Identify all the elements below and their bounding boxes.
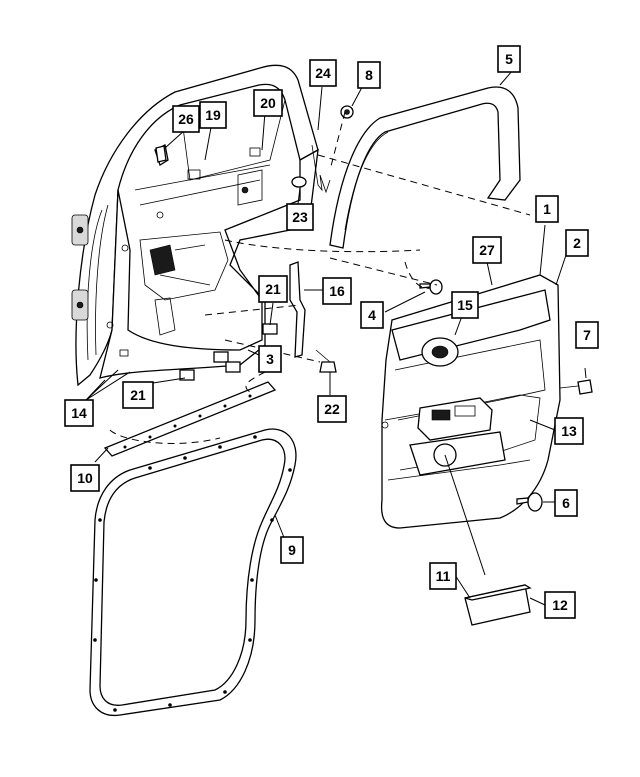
callout-21-upper: 21	[258, 275, 288, 303]
callout-23: 23	[286, 203, 314, 231]
screw-7	[559, 379, 593, 395]
svg-text:21: 21	[130, 387, 146, 403]
rod-24	[311, 144, 331, 194]
pad-21b	[179, 369, 195, 381]
callout-2: 2	[565, 229, 589, 257]
bolt-22	[315, 349, 337, 373]
svg-text:3: 3	[266, 351, 274, 367]
pad-21d	[225, 361, 241, 373]
svg-text:21: 21	[265, 281, 281, 297]
callout-1: 1	[535, 195, 559, 223]
callout-24: 24	[309, 59, 337, 87]
grommet-23	[291, 176, 307, 188]
door-weatherstrip	[89, 428, 297, 717]
storage-bin-12	[464, 584, 532, 626]
svg-text:20: 20	[260, 95, 276, 111]
svg-text:9: 9	[288, 542, 296, 558]
lower-door-seal	[103, 381, 277, 457]
callout-13: 13	[554, 417, 584, 445]
callout-26: 26	[172, 105, 200, 133]
svg-text:22: 22	[324, 401, 340, 417]
callout-12: 12	[544, 591, 576, 619]
callout-15: 15	[451, 291, 479, 319]
callout-6: 6	[554, 489, 578, 517]
callout-21-lower: 21	[122, 381, 154, 409]
svg-text:13: 13	[561, 423, 577, 439]
svg-text:10: 10	[77, 470, 93, 486]
push-pin-6	[516, 492, 543, 512]
svg-text:16: 16	[329, 283, 345, 299]
clip-26	[155, 145, 167, 163]
svg-text:8: 8	[365, 67, 373, 83]
callout-8: 8	[357, 61, 381, 89]
svg-text:4: 4	[368, 307, 376, 323]
callout-10: 10	[70, 464, 100, 492]
svg-text:27: 27	[479, 242, 495, 258]
window-frame-molding	[329, 86, 521, 249]
pad-21a	[262, 323, 278, 335]
callout-11: 11	[429, 562, 457, 590]
callout-3: 3	[258, 345, 282, 373]
callout-20: 20	[253, 89, 283, 117]
svg-text:15: 15	[457, 297, 473, 313]
svg-text:12: 12	[552, 597, 568, 613]
svg-text:1: 1	[543, 201, 551, 217]
nut-8	[340, 105, 354, 119]
pad-21c	[213, 351, 229, 363]
callout-27: 27	[472, 236, 502, 264]
push-pin-4	[419, 279, 443, 295]
bracket-16	[289, 261, 306, 358]
callout-14: 14	[64, 399, 94, 427]
svg-text:26: 26	[178, 111, 194, 127]
svg-text:2: 2	[573, 235, 581, 251]
svg-text:14: 14	[71, 405, 87, 421]
callout-9: 9	[280, 536, 304, 564]
svg-text:23: 23	[292, 209, 308, 225]
door-trim-panel	[380, 274, 561, 529]
callout-19: 19	[199, 101, 227, 129]
callout-4: 4	[360, 301, 384, 329]
callout-16: 16	[322, 277, 352, 305]
svg-text:7: 7	[583, 327, 591, 343]
callout-5: 5	[497, 45, 521, 73]
svg-text:24: 24	[315, 65, 331, 81]
svg-text:6: 6	[562, 495, 570, 511]
callout-7: 7	[575, 321, 599, 349]
callout-22: 22	[317, 395, 347, 423]
svg-text:19: 19	[205, 107, 221, 123]
svg-text:5: 5	[505, 51, 513, 67]
svg-text:11: 11	[436, 568, 451, 584]
